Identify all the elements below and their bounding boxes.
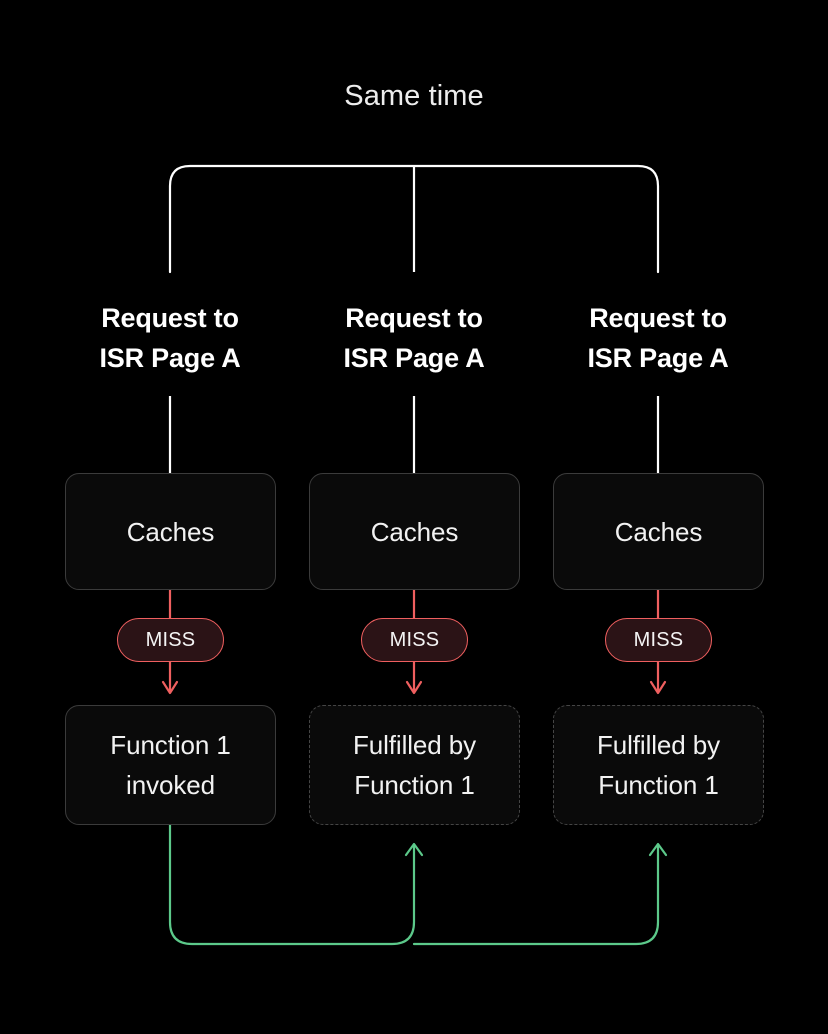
request-label-1: Request to ISR Page A — [55, 298, 285, 378]
grouping-bracket — [168, 164, 660, 274]
connector-fulfilled-arrowhead-3 — [648, 842, 668, 857]
connector-function-to-fulfilled-3 — [412, 844, 660, 946]
outcome-box-1-line2: invoked — [126, 770, 215, 800]
request-label-2: Request to ISR Page A — [299, 298, 529, 378]
connector-fulfilled-arrowhead-2 — [404, 842, 424, 857]
outcome-box-3-line1: Fulfilled by — [596, 730, 721, 760]
miss-badge-2[interactable]: MISS — [361, 618, 468, 662]
cache-box-3[interactable]: Caches — [553, 473, 764, 590]
cache-box-1[interactable]: Caches — [65, 473, 276, 590]
request-label-3-line1: Request to — [589, 303, 727, 333]
miss-badge-3-label: MISS — [633, 628, 684, 651]
outcome-box-2[interactable]: Fulfilled by Function 1 — [309, 705, 520, 825]
cache-box-2-label: Caches — [370, 516, 459, 547]
outcome-box-3[interactable]: Fulfilled by Function 1 — [553, 705, 764, 825]
connector-function-to-fulfilled-2 — [168, 823, 416, 946]
cache-box-1-label: Caches — [126, 516, 215, 547]
miss-badge-1[interactable]: MISS — [117, 618, 224, 662]
outcome-box-3-line2: Function 1 — [598, 770, 719, 800]
request-label-2-line2: ISR Page A — [343, 343, 485, 373]
cache-box-2[interactable]: Caches — [309, 473, 520, 590]
diagram-title: Same time — [344, 80, 484, 112]
outcome-box-2-line1: Fulfilled by — [352, 730, 477, 760]
outcome-box-1[interactable]: Function 1 invoked — [65, 705, 276, 825]
outcome-box-2-line2: Function 1 — [354, 770, 475, 800]
connector-miss-to-outcome-3 — [649, 662, 667, 695]
request-label-3: Request to ISR Page A — [543, 298, 773, 378]
miss-badge-3[interactable]: MISS — [605, 618, 712, 662]
cache-box-3-label: Caches — [614, 516, 703, 547]
miss-badge-1-label: MISS — [145, 628, 196, 651]
miss-badge-2-label: MISS — [389, 628, 440, 651]
connector-miss-to-outcome-2 — [405, 662, 423, 695]
outcome-box-1-line1: Function 1 — [110, 730, 231, 760]
request-label-1-line1: Request to — [101, 303, 239, 333]
request-label-2-line1: Request to — [345, 303, 483, 333]
request-label-1-line2: ISR Page A — [99, 343, 241, 373]
connector-miss-to-outcome-1 — [161, 662, 179, 695]
request-label-3-line2: ISR Page A — [587, 343, 729, 373]
